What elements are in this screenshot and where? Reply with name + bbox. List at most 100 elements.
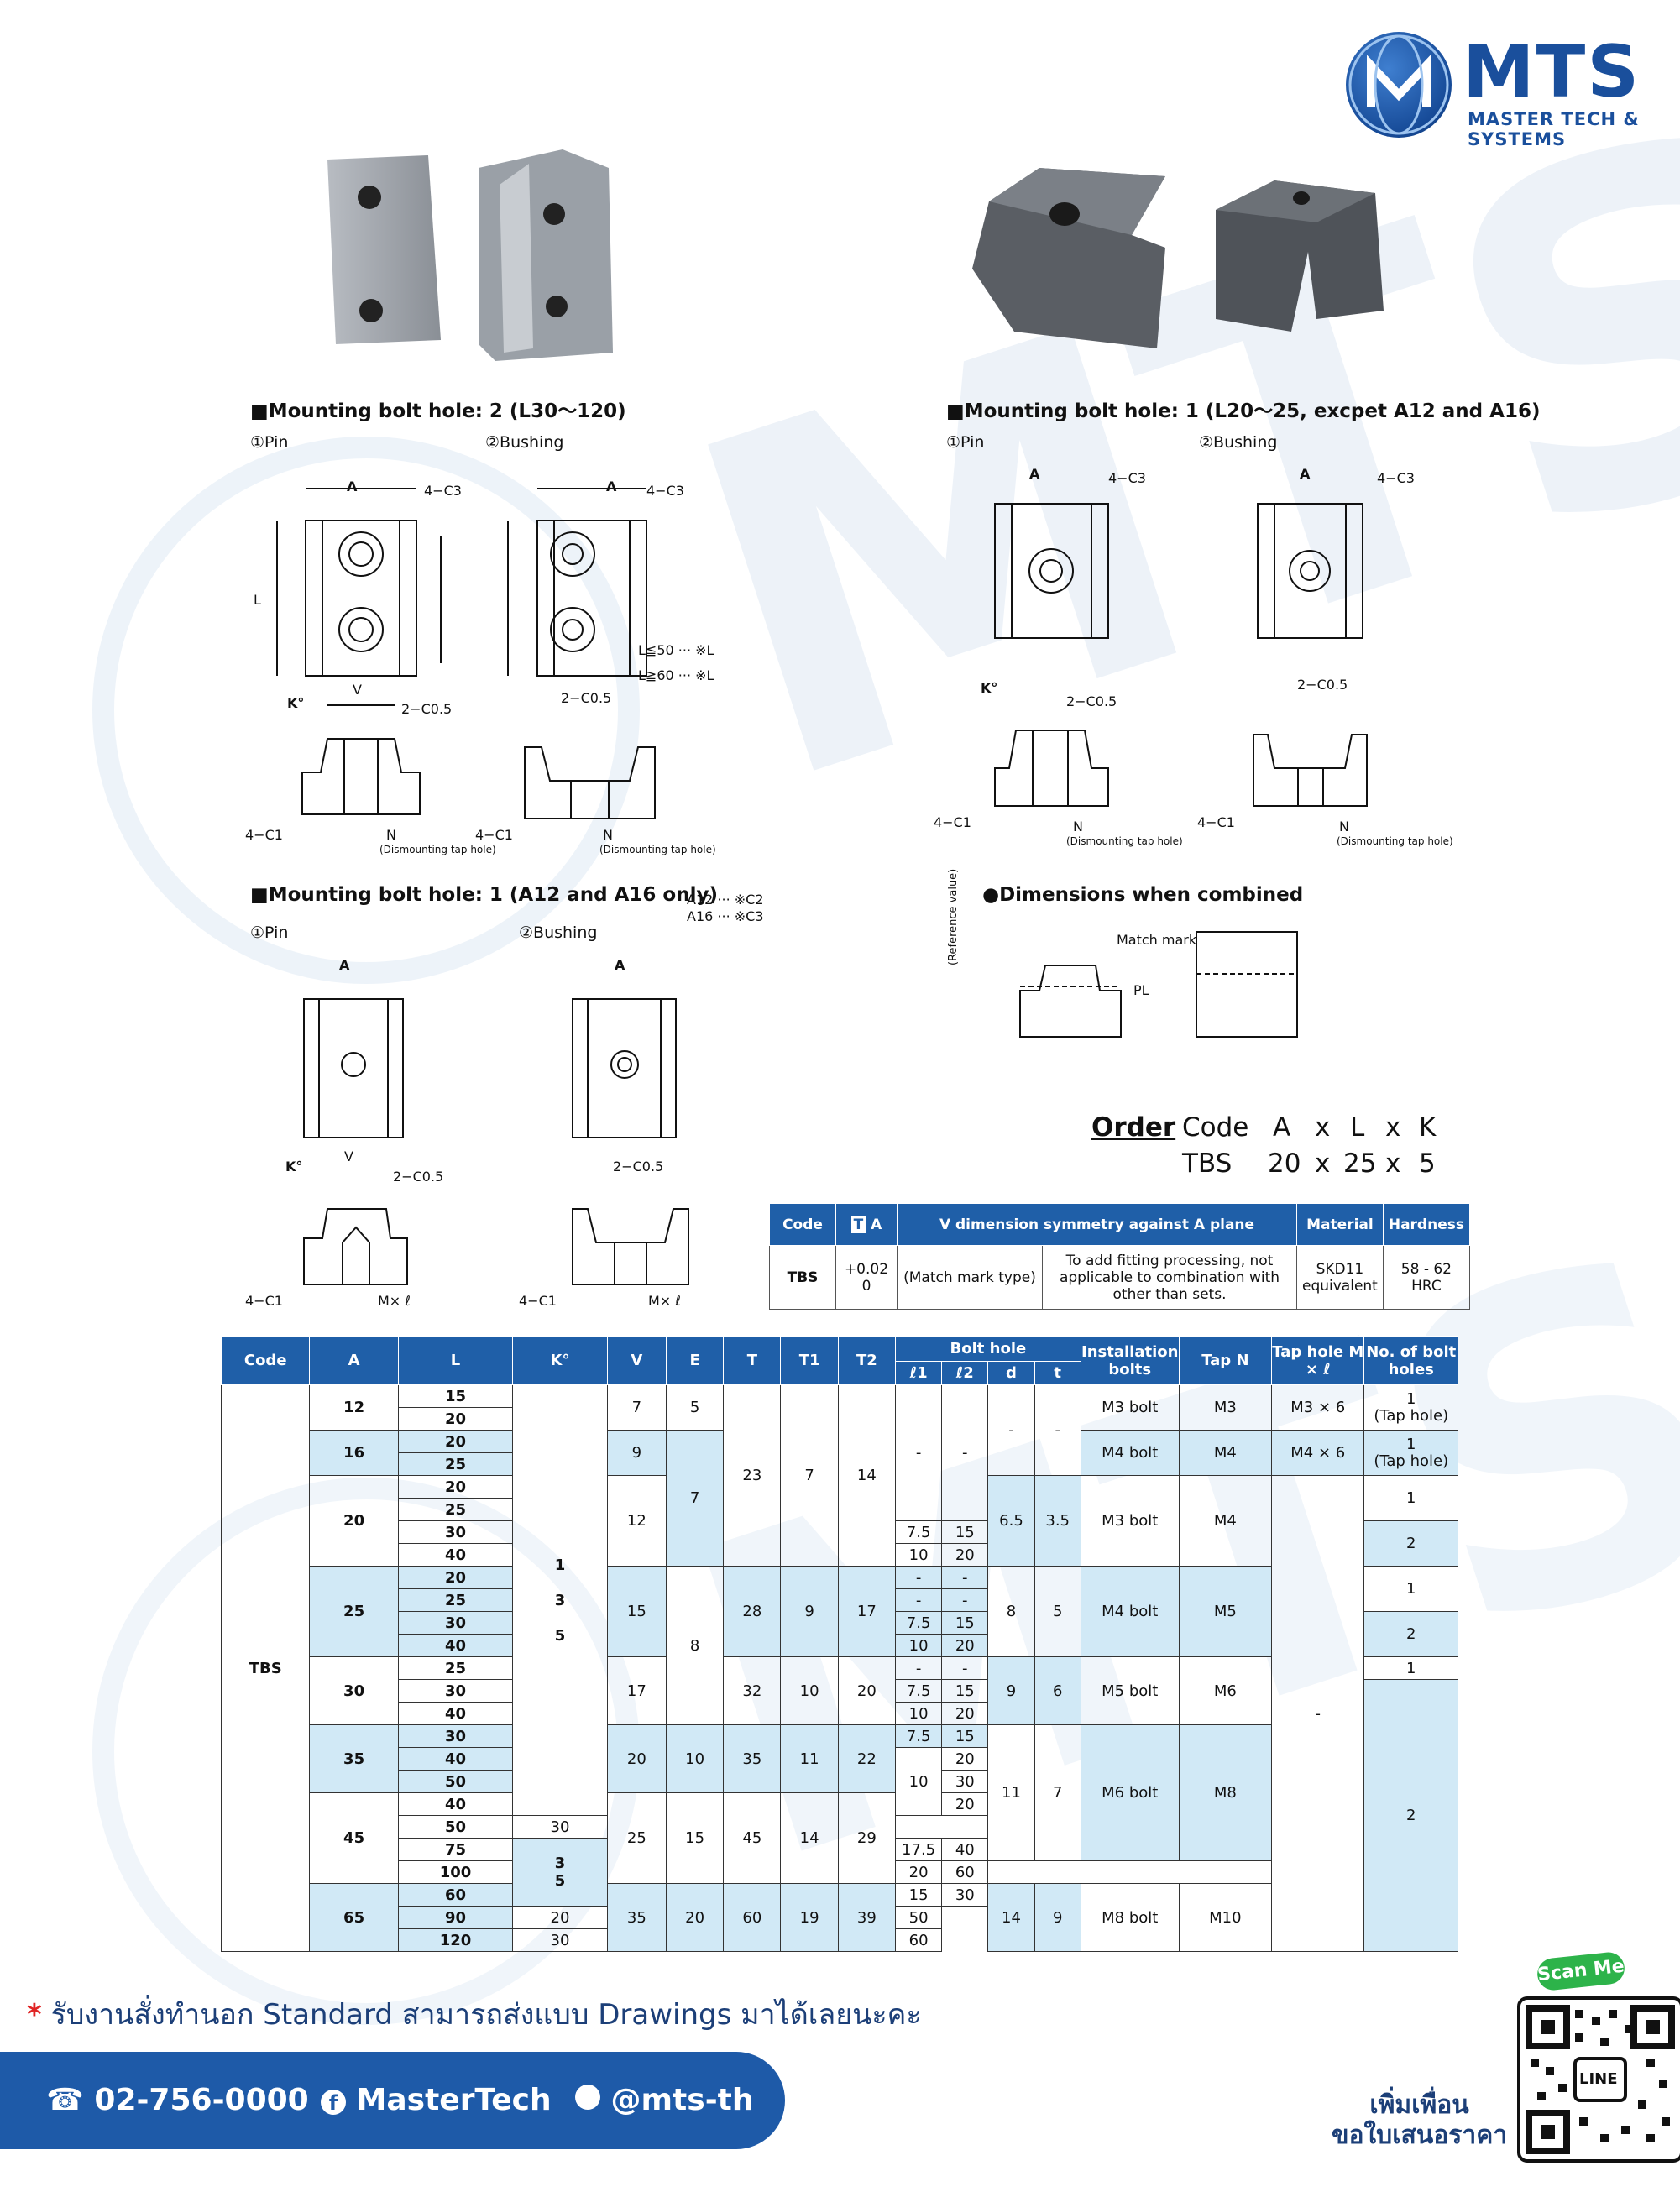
cell-tap: M3 bbox=[1178, 1384, 1273, 1431]
cell-l: 60 bbox=[397, 1883, 514, 1907]
order-l-value: 25 bbox=[1343, 1148, 1377, 1179]
dim-k-3: K° bbox=[285, 1159, 303, 1174]
dim-c1-1: 4−C1 bbox=[245, 827, 283, 843]
cell-bolt: M8 bolt bbox=[1080, 1883, 1180, 1952]
cell-a: 45 bbox=[309, 1792, 399, 1884]
l-note-50: L≦50 ··· ※L bbox=[638, 642, 714, 658]
phone-icon: ☎ bbox=[46, 2083, 84, 2117]
cell-l: 30 bbox=[397, 1679, 514, 1703]
dim-c1-6: 4−C1 bbox=[519, 1293, 557, 1309]
cell-l1: 20 bbox=[512, 1906, 608, 1929]
cell-a: 65 bbox=[309, 1883, 399, 1952]
spec-code: TBS bbox=[769, 1245, 836, 1310]
cell-t2: 22 bbox=[837, 1724, 896, 1793]
dim-c1-2: 4−C1 bbox=[475, 827, 513, 843]
cell-l2: - bbox=[941, 1566, 989, 1589]
cell-l2: 20 bbox=[941, 1792, 989, 1816]
th-d: d bbox=[987, 1361, 1035, 1385]
order-x2: x bbox=[1385, 1112, 1401, 1143]
dim-a-1: A bbox=[347, 479, 358, 494]
facebook-link[interactable]: f MasterTech bbox=[321, 2083, 552, 2117]
drawing-pin-a12-top bbox=[303, 998, 404, 1138]
cell-v: 15 bbox=[606, 1566, 667, 1657]
drawing-pin-one-hole-side bbox=[994, 730, 1109, 807]
chamfer-note-a16: A16 ··· ※C3 bbox=[687, 908, 764, 924]
cell-v: 12 bbox=[606, 1475, 667, 1567]
cell-a: 25 bbox=[309, 1566, 399, 1657]
drawing-combined bbox=[1019, 931, 1298, 1038]
spec-note: To add fitting processing, not applicabl… bbox=[1042, 1245, 1297, 1310]
product-photo-one-hole bbox=[972, 168, 1384, 348]
order-l-label: L bbox=[1350, 1112, 1365, 1143]
th-l1: ℓ1 bbox=[894, 1361, 943, 1385]
drawing-bushing-a16-top bbox=[572, 998, 677, 1138]
cell-holes: 1 bbox=[1363, 1566, 1458, 1612]
th-t: T bbox=[723, 1336, 782, 1385]
cell-l2: - bbox=[941, 1384, 989, 1521]
cell-l: 40 bbox=[397, 1543, 514, 1567]
cell-tt: 6 bbox=[1034, 1656, 1081, 1725]
order-x1: x bbox=[1315, 1112, 1331, 1143]
cell-bolt: M4 bolt bbox=[1080, 1430, 1180, 1476]
dim-n-3: N bbox=[1073, 819, 1083, 834]
cell-l1: - bbox=[894, 1566, 943, 1589]
cell-taphole: M4 × 6 bbox=[1271, 1430, 1365, 1476]
facebook-icon: f bbox=[321, 2090, 346, 2115]
add-friend-text: เพิ่มเพื่อนขอใบเสนอราคา bbox=[1332, 2090, 1508, 2150]
cell-tt: - bbox=[1034, 1384, 1081, 1476]
cell-l2: 60 bbox=[941, 1860, 989, 1884]
cell-l1: - bbox=[894, 1656, 943, 1680]
drawing-bushing-two-hole-top bbox=[507, 488, 647, 677]
cell-l2: 15 bbox=[941, 1724, 989, 1748]
cell-e: 20 bbox=[665, 1883, 725, 1952]
cell-tap: M4 bbox=[1178, 1430, 1273, 1476]
line-qr-code[interactable]: LINE bbox=[1517, 1996, 1680, 2163]
phone-link[interactable]: ☎ 02-756-0000 bbox=[46, 2083, 309, 2117]
cell-l: 40 bbox=[397, 1747, 514, 1771]
cell-l1: 17.5 bbox=[894, 1838, 943, 1861]
spec-header-hardness: Hardness bbox=[1382, 1203, 1470, 1246]
cell-l2: 20 bbox=[941, 1702, 989, 1725]
scan-me-badge: Scan Me bbox=[1536, 1950, 1626, 1992]
cell-l1: 10 bbox=[894, 1634, 943, 1657]
cell-l: 25 bbox=[397, 1656, 514, 1680]
cell-tap: M6 bbox=[1178, 1656, 1273, 1725]
line-icon bbox=[575, 2085, 600, 2110]
cell-l1: 30 bbox=[512, 1928, 608, 1952]
l-note-60: L≧60 ··· ※L bbox=[638, 667, 714, 683]
cell-l1: - bbox=[894, 1384, 943, 1521]
cell-l2: 60 bbox=[894, 1928, 943, 1952]
cell-l: 40 bbox=[397, 1702, 514, 1725]
main-dimension-table: Code A L K° V E T T1 T2 Bolt hole Instal… bbox=[220, 1336, 1458, 1952]
order-k-value: 5 bbox=[1419, 1148, 1436, 1179]
dim-k-1: K° bbox=[287, 695, 305, 711]
dim-c05-6: 2−C0.5 bbox=[613, 1159, 664, 1174]
cell-l1: 10 bbox=[894, 1702, 943, 1725]
cell-t1: 19 bbox=[780, 1883, 839, 1952]
cell-v: 20 bbox=[606, 1724, 667, 1793]
line-link[interactable]: @mts-th bbox=[575, 2083, 753, 2117]
cell-bolt: M6 bolt bbox=[1080, 1724, 1180, 1861]
cell-d: 9 bbox=[987, 1656, 1035, 1725]
cell-l2: 30 bbox=[941, 1883, 989, 1907]
cell-t: 23 bbox=[723, 1384, 782, 1567]
dim-dismount-4: (Dismounting tap hole) bbox=[1337, 835, 1453, 847]
drawing-bushing-one-hole-top bbox=[1257, 503, 1363, 639]
th-e: E bbox=[665, 1336, 725, 1385]
cell-l: 90 bbox=[397, 1906, 514, 1929]
cell-l: 40 bbox=[397, 1792, 514, 1816]
dim-mxl-2: M× ℓ bbox=[648, 1293, 681, 1309]
cell-l2: 15 bbox=[941, 1679, 989, 1703]
dim-c1-3: 4−C1 bbox=[934, 814, 971, 830]
cell-taphole: - bbox=[1271, 1475, 1365, 1952]
dim-v-3: V bbox=[344, 1148, 353, 1164]
cell-t: 28 bbox=[723, 1566, 782, 1657]
dim-n-1: N bbox=[386, 827, 396, 843]
section-title-one-hole: ■Mounting bolt hole: 1 (L20～25, excpet A… bbox=[946, 400, 1541, 422]
section-title-a12-a16: ■Mounting bolt hole: 1 (A12 and A16 only… bbox=[250, 884, 718, 906]
contact-bar bbox=[0, 2052, 785, 2149]
cell-t2: 39 bbox=[837, 1883, 896, 1952]
dim-c05-5: 2−C0.5 bbox=[393, 1169, 444, 1185]
spec-header-code: Code bbox=[769, 1203, 836, 1246]
